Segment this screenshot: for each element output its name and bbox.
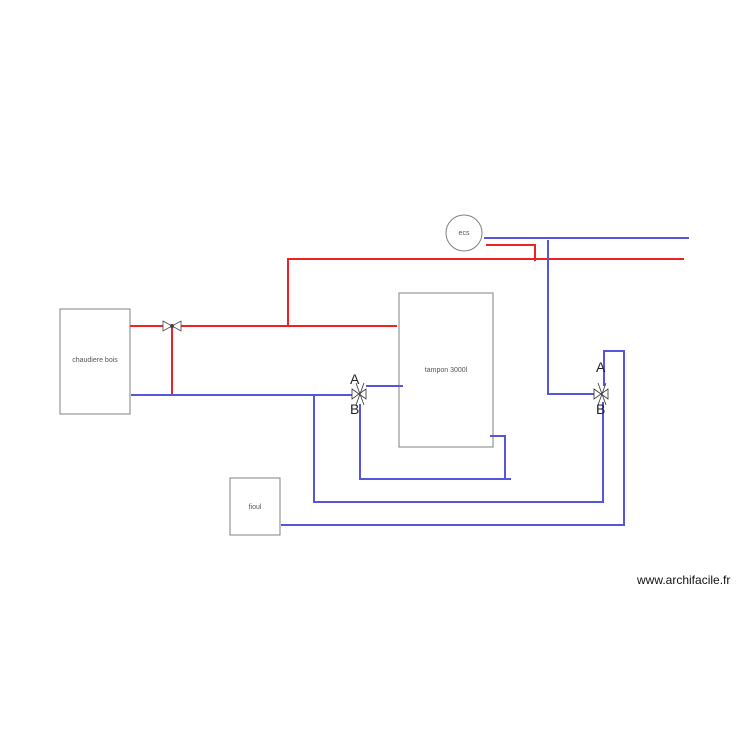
valve2-port-b-label: B	[596, 401, 605, 417]
watermark-text: www.archifacile.fr	[637, 573, 731, 587]
cold-pipe-lower-loop	[313, 395, 604, 503]
valve-hot-icon	[162, 320, 182, 332]
oil-boiler-box	[229, 477, 281, 536]
buffer-tank-label: tampon 3000l	[425, 367, 468, 374]
cold-pipe-oil-loop	[281, 350, 625, 526]
cold-pipe-tank-bottom	[490, 435, 506, 479]
dhw-label: ecs	[459, 230, 470, 237]
boiler-label: chaudiere bois	[72, 357, 118, 364]
three-way-valve-1-icon	[351, 382, 367, 406]
buffer-tank-box	[398, 292, 494, 448]
oil-label: fioul	[249, 504, 262, 511]
valve1-port-b-label: B	[350, 401, 359, 417]
cold-pipe-valve1-b-loop	[359, 404, 511, 480]
cold-pipe-down-to-valve2	[547, 240, 594, 395]
hot-pipe-dhw	[486, 244, 536, 261]
valve2-port-a-label: A	[596, 359, 606, 375]
three-way-valve-2-icon	[593, 382, 609, 406]
dhw-circle	[445, 214, 483, 252]
boiler-box	[59, 308, 131, 415]
cold-pipes	[131, 237, 689, 526]
valve1-port-a-label: A	[350, 371, 360, 387]
